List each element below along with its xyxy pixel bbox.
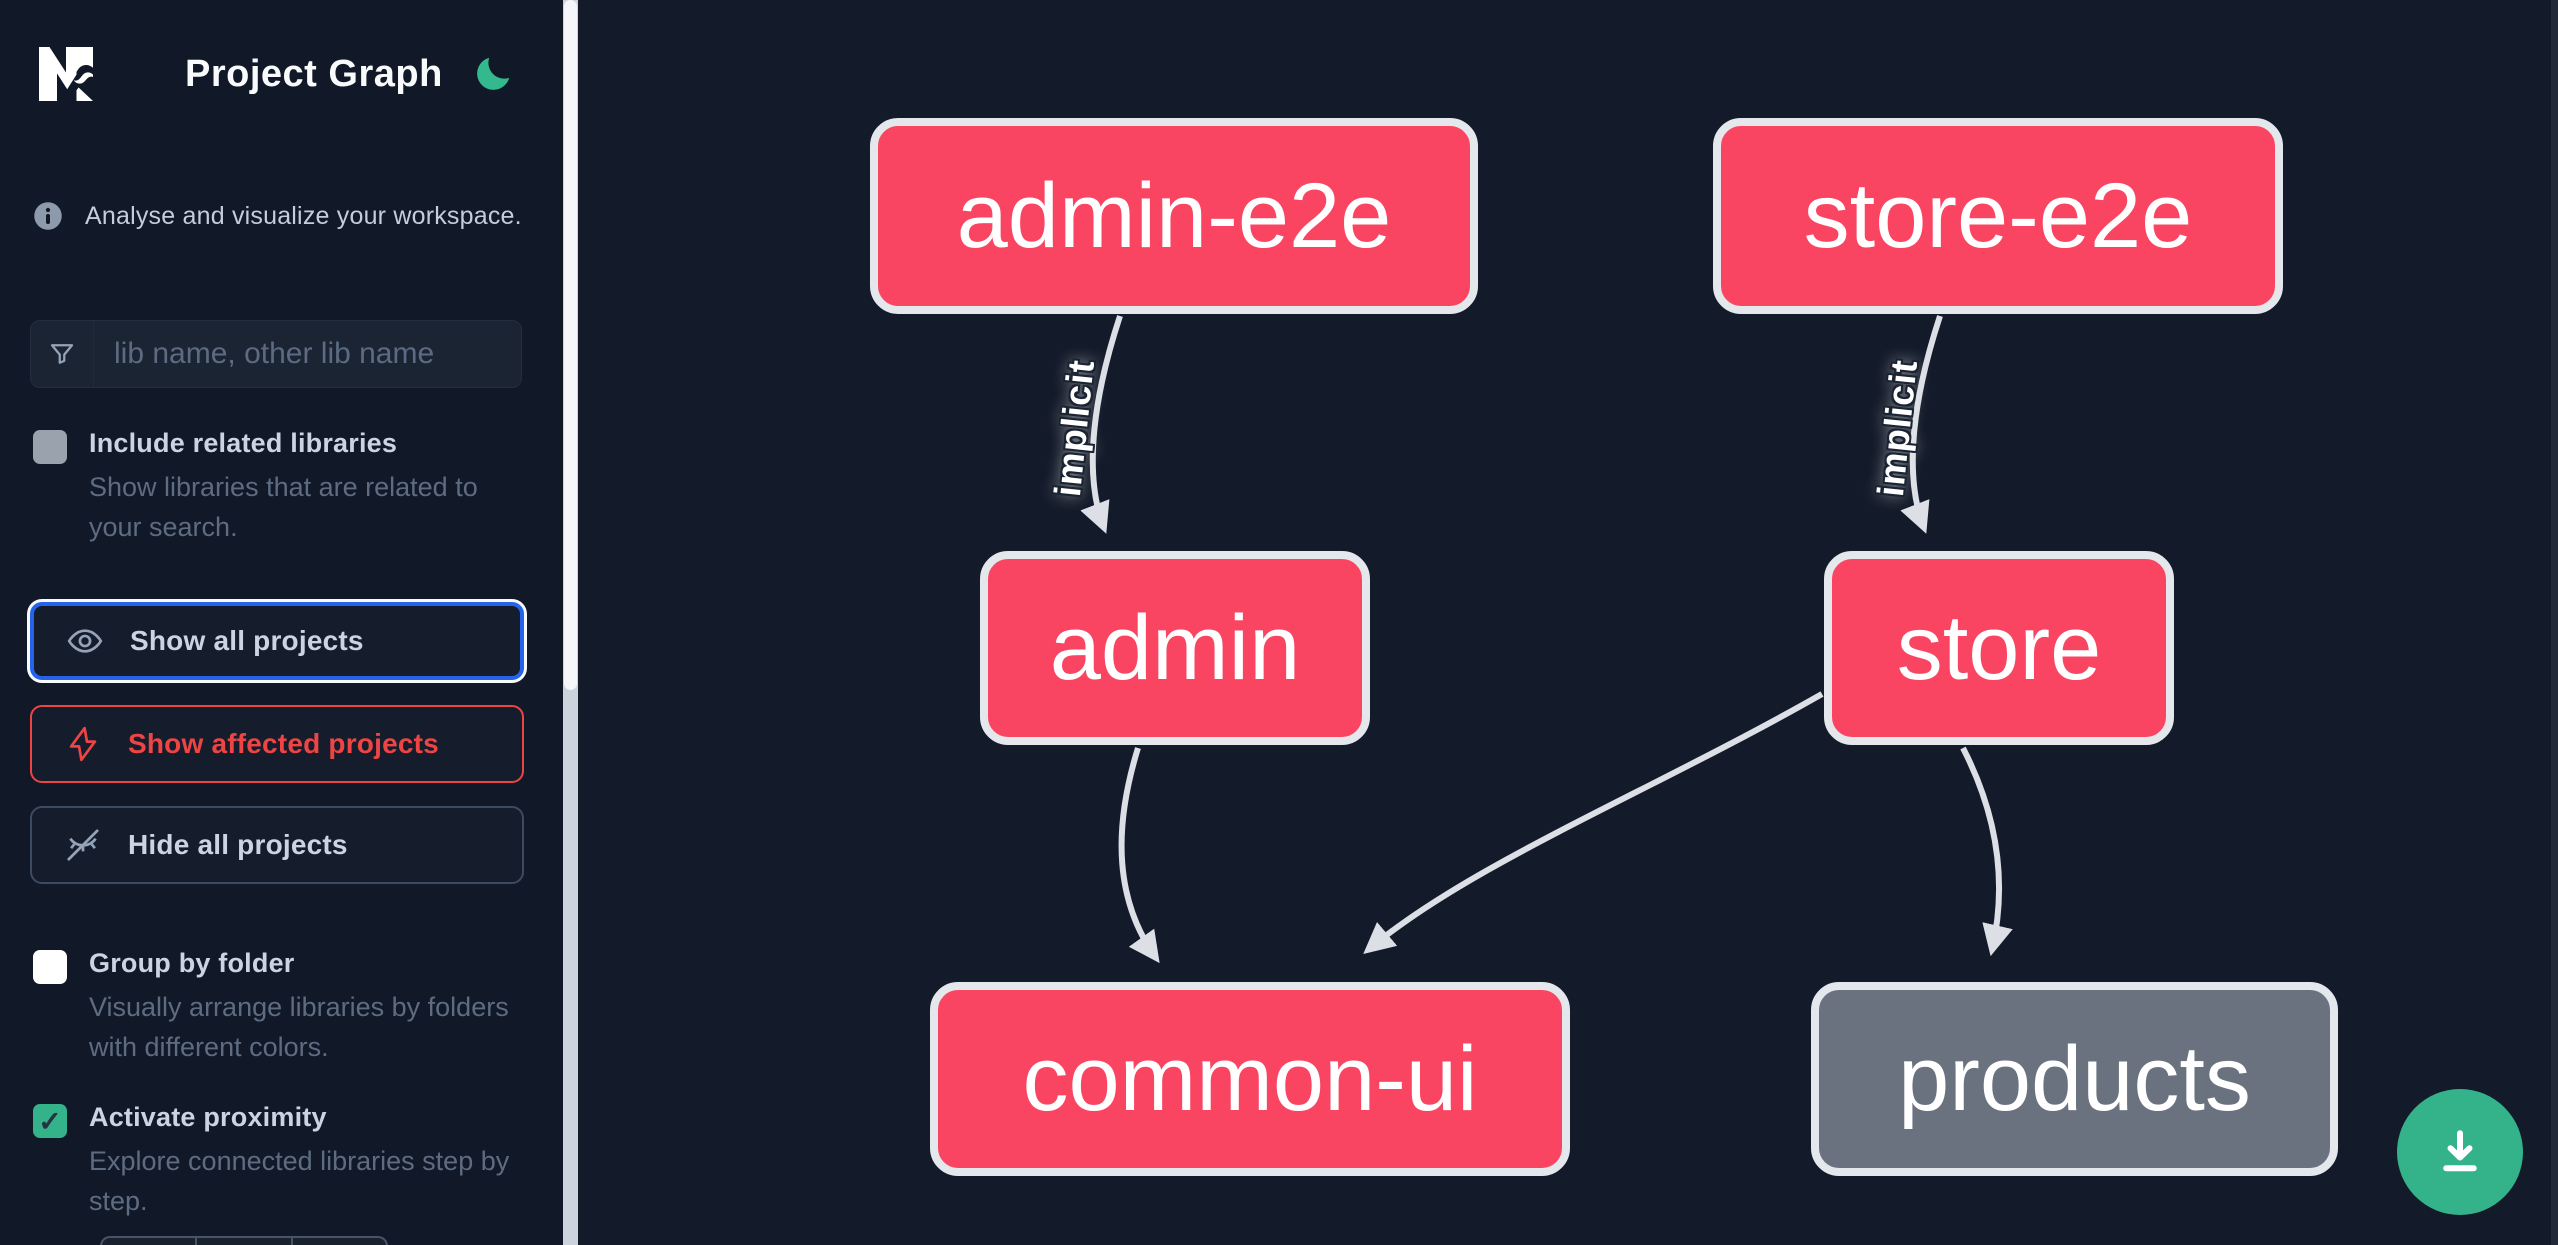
stepper-segment[interactable] [102,1238,198,1245]
toggle-description: Explore connected libraries step by step… [89,1146,510,1216]
show-affected-projects-button[interactable]: Show affected projects [30,705,524,783]
search-input[interactable] [94,321,521,387]
edge-store-common-ui [1363,691,1824,955]
graph-node-store[interactable]: store [1824,551,2174,745]
eye-icon [67,629,103,653]
workspace-info: Analyse and visualize your workspace. [33,201,533,231]
button-label: Show all projects [130,625,364,656]
page-title: Project Graph [185,52,443,95]
graph-node-admin[interactable]: admin [980,551,1370,745]
stepper-segment[interactable] [293,1238,386,1245]
moon-icon[interactable] [470,50,518,98]
eye-off-icon [67,829,99,861]
stepper-segment[interactable] [197,1238,293,1245]
toggle-label: Group by folder [89,948,295,978]
edge-label-implicit: implicit [1869,357,1926,499]
sidebar-scrollbar-thumb[interactable] [564,0,577,690]
graph-node-common-ui[interactable]: common-ui [930,982,1570,1176]
button-label: Hide all projects [128,829,348,860]
edge-admin-common-ui [1118,747,1160,964]
button-label: Show affected projects [128,728,439,759]
group-by-folder-checkbox[interactable] [33,950,67,984]
nx-logo-icon [39,47,93,101]
toggle-group-by-folder: Group by folder Visually arrange librari… [33,948,538,1067]
show-all-projects-button[interactable]: Show all projects [30,602,524,680]
download-button[interactable] [2397,1089,2523,1215]
activate-proximity-checkbox[interactable] [33,1104,67,1138]
include-related-checkbox[interactable] [33,430,67,464]
edge-label-implicit: implicit [1046,357,1103,499]
sidebar-scrollbar[interactable] [563,0,578,1245]
proximity-stepper-control[interactable] [100,1236,388,1245]
info-text: Analyse and visualize your workspace. [85,201,522,230]
toggle-label: Include related libraries [89,428,398,458]
toggle-activate-proximity: Activate proximity Explore connected lib… [33,1102,538,1221]
search-box [30,320,522,388]
info-icon [34,202,62,230]
toggle-description: Visually arrange libraries by folders wi… [89,992,509,1062]
moon-glyph [477,57,510,90]
graph-node-products[interactable]: products [1811,982,2338,1176]
hide-all-projects-button[interactable]: Hide all projects [30,806,524,884]
sidebar-header: Project Graph [30,36,530,112]
filter-funnel-icon [31,321,94,387]
toggle-label: Activate proximity [89,1102,327,1132]
window-right-edge [2551,0,2558,1245]
edge-admin-e2e-admin [1080,315,1123,534]
sidebar: Project Graph Analyse and visualize your… [0,0,563,1245]
download-icon [2443,1130,2477,1172]
edge-store-products [1960,746,2013,957]
graph-node-admin-e2e[interactable]: admin-e2e [870,118,1478,314]
toggle-include-related: Include related libraries Show libraries… [33,428,538,547]
graph-node-store-e2e[interactable]: store-e2e [1713,118,2283,314]
graph-canvas[interactable]: admin-e2e store-e2e admin store common-u… [578,0,2550,1245]
toggle-description: Show libraries that are related to your … [89,472,478,542]
bolt-icon [69,726,97,762]
